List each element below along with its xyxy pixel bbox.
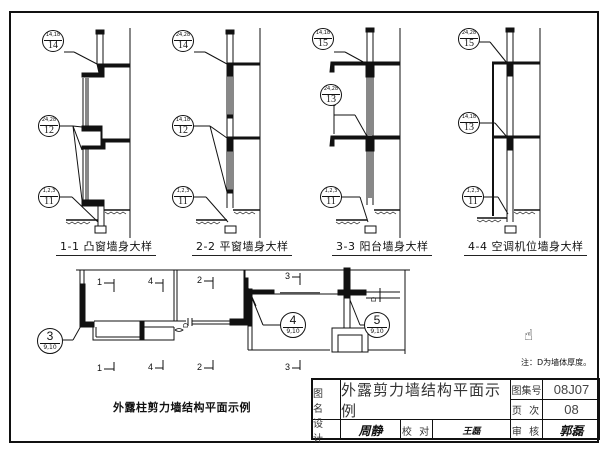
reviewer-label: 审 核 bbox=[511, 420, 543, 440]
title-block: 图 名 外露剪力墙结构平面示例 图集号 08J07 页 次 08 设 计 周静 … bbox=[311, 378, 600, 445]
wall-thickness-label: D bbox=[371, 296, 379, 303]
reviewer-signature: 郭磊 bbox=[559, 423, 584, 438]
section-1-1-caption: 1-1 凸窗墙身大样 bbox=[56, 238, 157, 256]
section-4-4-caption: 4-4 空调机位墙身大样 bbox=[464, 238, 588, 256]
section-mark-3-top: 3 bbox=[285, 271, 291, 281]
section-mark-2-bottom: 2 bbox=[197, 362, 203, 372]
section-mark-4-top: 4 bbox=[148, 276, 154, 286]
wall-thickness-label: D bbox=[183, 322, 191, 329]
atlas-number: 08J07 bbox=[543, 380, 600, 400]
section-mark-3-bottom: 3 bbox=[285, 362, 291, 372]
section-3-3-caption: 3-3 阳台墙身大样 bbox=[332, 238, 433, 256]
section-mark-4-bottom: 4 bbox=[148, 362, 154, 372]
page-number: 08 bbox=[543, 400, 600, 420]
designer-signature: 周静 bbox=[341, 420, 401, 440]
section-2-2-drawing bbox=[194, 28, 261, 238]
section-2-2-caption: 2-2 平窗墙身大样 bbox=[192, 238, 293, 256]
section-1-1-drawing bbox=[60, 28, 131, 238]
section-mark-1-top: 1 bbox=[97, 277, 103, 287]
note-text: 注：D为墙体厚度。 bbox=[521, 358, 592, 367]
page-label: 页 次 bbox=[511, 400, 543, 420]
plan-title: 外露柱剪力墙结构平面示例 bbox=[113, 401, 251, 414]
floor-plan-drawing bbox=[63, 267, 410, 371]
checker-signature: 王磊 bbox=[433, 420, 511, 440]
designer-label: 设 计 bbox=[313, 419, 341, 445]
section-mark-1-bottom: 1 bbox=[97, 363, 103, 373]
section-mark-2-top: 2 bbox=[197, 275, 203, 285]
section-4-4-drawing bbox=[476, 27, 541, 238]
drawing-name: 外露剪力墙结构平面示例 bbox=[341, 380, 511, 420]
checker-label: 校 对 bbox=[401, 420, 433, 440]
atlas-number-label: 图集号 bbox=[511, 380, 543, 400]
sheet-border bbox=[9, 11, 599, 443]
section-3-3-drawing bbox=[329, 27, 401, 238]
hand-cursor-icon: ☝ bbox=[524, 326, 534, 344]
drawing-name-label: 图 名 bbox=[313, 380, 341, 420]
